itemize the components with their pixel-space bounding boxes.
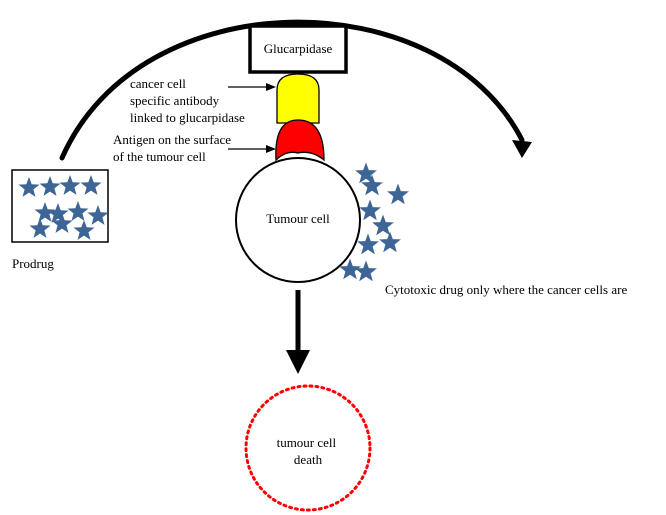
tumour-cell — [235, 157, 361, 283]
antigen-label-line: of the tumour cell — [113, 149, 206, 164]
star-icon — [339, 258, 361, 280]
star-icon — [87, 205, 109, 225]
arrowhead-icon — [512, 140, 532, 158]
antibody-label-line: cancer cell — [130, 76, 186, 91]
cytotoxic-drug-label: Cytotoxic drug only where the cancer cel… — [385, 282, 627, 297]
star-icon — [359, 199, 381, 221]
star-icon — [80, 175, 102, 195]
star-icon — [59, 175, 81, 195]
star-icon — [73, 220, 95, 240]
antigen-label-line: Antigen on the surface — [113, 132, 231, 147]
antibody-description: cancer cell specific antibody linked to … — [130, 76, 245, 125]
death-label-line: death — [294, 452, 323, 467]
star-icon — [372, 214, 394, 236]
star-icon — [34, 202, 56, 222]
star-icon — [379, 231, 401, 253]
death-label-line: tumour cell — [277, 435, 337, 450]
star-icon — [47, 203, 69, 223]
star-icon — [357, 233, 379, 255]
tumour-cell-label: Tumour cell — [266, 211, 330, 226]
arrowhead-icon — [266, 145, 276, 153]
antibody-label-line: specific antibody — [130, 93, 220, 108]
antigen-shape — [275, 119, 325, 162]
curved-process-arrow — [59, 19, 525, 161]
star-icon — [39, 176, 61, 196]
star-icon — [387, 183, 409, 205]
prodrug-stars — [18, 175, 109, 240]
glucarpidase-label: Glucarpidase — [264, 41, 333, 56]
glucarpidase-box: Glucarpidase — [248, 24, 348, 74]
star-icon — [18, 177, 40, 197]
star-icon — [29, 218, 51, 238]
arrowhead-icon — [266, 83, 276, 91]
arrowhead-icon — [286, 350, 310, 374]
star-icon — [355, 260, 377, 282]
star-icon — [51, 213, 73, 233]
cytotoxic-drug-stars — [339, 162, 409, 282]
tumour-cell-death — [244, 384, 372, 512]
prodrug-box — [11, 169, 109, 243]
star-icon — [355, 162, 377, 184]
antibody-shape — [276, 73, 320, 124]
antibody-label-line: linked to glucarpidase — [130, 110, 245, 125]
star-icon — [361, 174, 383, 196]
star-icon — [67, 201, 89, 221]
antigen-description: Antigen on the surface of the tumour cel… — [113, 132, 234, 164]
prodrug-label: Prodrug — [12, 256, 54, 271]
death-label: tumour cell death — [277, 435, 340, 467]
